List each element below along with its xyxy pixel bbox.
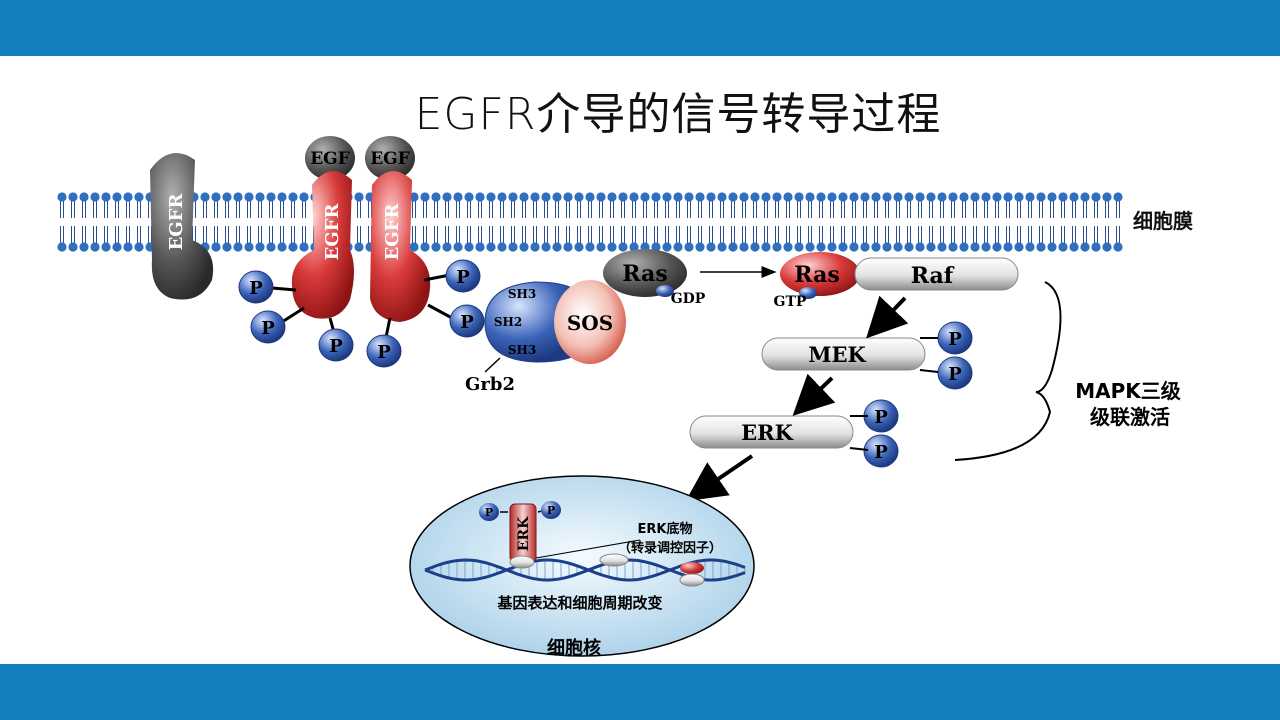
egfr-label-right: EGFR (382, 203, 403, 261)
nucleus-label: 细胞核 (547, 637, 601, 659)
ras-gdp: Ras GDP (603, 249, 706, 307)
egf-ligand-2: EGF (365, 136, 415, 180)
svg-text:P: P (249, 278, 263, 299)
active-egfr-left: EGFR (291, 171, 354, 319)
egf-label-2: EGF (370, 149, 410, 169)
mek-label: MEK (808, 342, 866, 367)
grb2-label: Grb2 (465, 374, 515, 395)
ras-label-inactive: Ras (622, 261, 667, 287)
p-mek-2: P (937, 356, 973, 390)
p-egfr-1: P (238, 270, 274, 304)
svg-text:P: P (329, 336, 343, 357)
active-egfr-right: EGFR (370, 171, 431, 322)
mapk-label-line2: 级联激活 (1090, 405, 1170, 429)
p-erk-1: P (863, 399, 899, 433)
p-egfr-6: P (449, 304, 485, 338)
p-egfr-3: P (318, 328, 354, 362)
egf-label-1: EGF (310, 149, 350, 169)
substrate-label-1: ERK底物 (638, 521, 693, 537)
sos-label: SOS (567, 311, 613, 335)
cell-membrane (57, 192, 1123, 252)
grb2-adapter: SH3 SH2 SH3 Grb2 (465, 281, 583, 395)
svg-text:P: P (874, 407, 888, 428)
erk-kinase: ERK (689, 415, 869, 451)
nuclear-erk-label: ERK (516, 516, 532, 551)
sh2-label: SH2 (494, 315, 522, 329)
p-mek-1: P (937, 321, 973, 355)
ras-gtp: Ras GTP (774, 252, 860, 310)
sh3-label-top: SH3 (508, 287, 536, 301)
inactive-egfr: EGFR (150, 152, 214, 300)
egfr-label-left: EGFR (322, 203, 343, 261)
ras-label-active: Ras (794, 262, 839, 288)
svg-text:P: P (874, 442, 888, 463)
substrate-label-2: （转录调控因子） (618, 540, 722, 556)
p-egfr-2: P (250, 310, 286, 344)
svg-text:P: P (456, 267, 470, 288)
mapk-brace (954, 281, 1062, 461)
p-erk-2: P (863, 434, 899, 468)
membrane-label: 细胞膜 (1133, 209, 1193, 233)
nuclear-p-2: P (547, 504, 555, 517)
footer-bar (0, 664, 1280, 720)
svg-text:P: P (460, 312, 474, 333)
svg-text:P: P (948, 329, 962, 350)
raf-label: Raf (911, 263, 955, 289)
sh3-label-bottom: SH3 (508, 343, 536, 357)
svg-text:P: P (948, 364, 962, 385)
gdp-label: GDP (671, 291, 706, 307)
gene-expression-label: 基因表达和细胞周期改变 (496, 594, 662, 612)
raf-kinase: Raf (854, 257, 1019, 291)
gtp-label: GTP (774, 294, 807, 310)
nucleus: ERK P P ERK底物 （转录调控因子） 基因表达和细胞周期改变 细胞核 (409, 475, 755, 659)
svg-text:P: P (261, 318, 275, 339)
slide-title: EGFR介导的信号转导过程 (414, 89, 942, 140)
p-egfr-5: P (445, 259, 481, 293)
svg-text:P: P (377, 342, 391, 363)
egfr-label-gray: EGFR (166, 193, 187, 251)
p-egfr-4: P (366, 334, 402, 368)
header-bar (0, 0, 1280, 56)
cascade-arrows (685, 295, 909, 502)
mapk-label-line1: MAPK三级 (1075, 379, 1181, 403)
nuclear-p-1: P (485, 506, 493, 519)
erk-label: ERK (741, 420, 793, 445)
mek-kinase: MEK (761, 337, 939, 373)
sos-protein: SOS (554, 280, 626, 364)
egf-ligand-1: EGF (305, 136, 355, 180)
